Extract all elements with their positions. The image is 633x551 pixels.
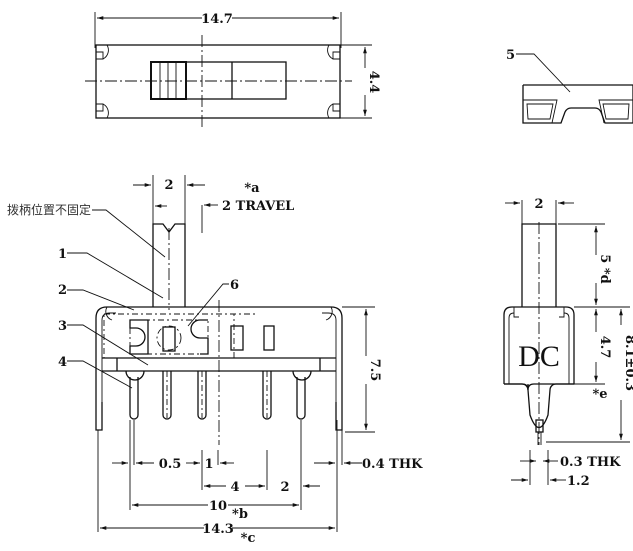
detail-view: 5: [506, 48, 633, 124]
travel-note: *a: [244, 181, 260, 196]
travel-label: 2 TRAVEL: [222, 199, 294, 214]
pin-pitch-2: 2: [280, 480, 289, 495]
pin-thickness: 0.4 THK: [362, 457, 423, 472]
end-overall-height-dim: 8.1±0.3: [622, 335, 633, 391]
dc-marking: DC: [518, 340, 560, 373]
overall-length-note: *c: [241, 531, 256, 546]
pin-dim-1: 1: [204, 457, 213, 472]
side-view: 2 *a 2 TRAVEL 拨柄位置不固定 1 2 3 4 6: [7, 175, 423, 546]
side-height-dim: 7.5: [367, 359, 382, 382]
span-10-note: *b: [232, 507, 248, 522]
top-width-dim: 14.7: [201, 12, 233, 27]
pin-pitch-4: 4: [230, 480, 239, 495]
end-view: 2 5 *d DC 4.7 *e 8.1±0.3 0.3 THK 1.: [503, 197, 633, 489]
callout-4: 4: [58, 355, 67, 370]
callout-2: 2: [58, 283, 67, 298]
end-actuator-height-dim: 5 *d: [597, 254, 612, 283]
end-pin-width: 1.2: [567, 474, 590, 489]
end-pin-thickness: 0.3 THK: [560, 455, 621, 470]
callout-3: 3: [58, 319, 67, 334]
pin-width-dim: 0.5: [159, 457, 182, 472]
chinese-note: 拨柄位置不固定: [7, 202, 91, 217]
callout-6: 6: [230, 278, 239, 293]
pins: [95, 371, 343, 431]
callout-1: 1: [58, 247, 67, 262]
end-actuator-width-dim: 2: [534, 197, 543, 212]
top-height-dim: 4.4: [366, 71, 381, 94]
overall-length-dim: 14.3: [202, 522, 234, 537]
end-body-height-dim: 4.7: [597, 336, 612, 359]
top-view: 14.7 4.4: [85, 12, 381, 127]
span-10-dim: 10: [209, 499, 227, 514]
actuator-width-dim: 2: [164, 178, 173, 193]
end-body-height-note: *e: [592, 387, 607, 402]
callout-5: 5: [506, 48, 515, 63]
